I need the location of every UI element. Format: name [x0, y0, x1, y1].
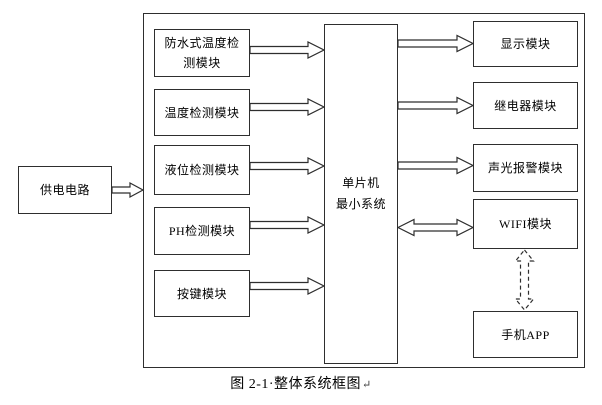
box-display-module: 显示模块 — [473, 21, 578, 67]
box-wifi-module: WIFI模块 — [473, 199, 578, 249]
arrow-liquid-level-to-mcu — [249, 157, 326, 175]
arrow-temp-to-mcu — [249, 98, 326, 116]
box-temp-module-label: 温度检测模块 — [164, 105, 240, 120]
box-relay-module-label: 继电器模块 — [494, 98, 557, 113]
box-waterproof-temp-module: 防水式温度检测模块 — [154, 29, 250, 77]
arrow-ph-to-mcu — [249, 216, 326, 234]
box-ph-module-label: PH检测模块 — [168, 224, 236, 238]
figure-caption: 图 2-1·整体系统框图↵ — [0, 373, 602, 393]
box-temp-module: 温度检测模块 — [154, 89, 250, 136]
box-keys-module-label: 按键模块 — [176, 286, 227, 301]
box-sound-light-alarm-module: 声光报警模块 — [473, 144, 578, 192]
box-waterproof-temp-module-label: 防水式温度检测模块 — [164, 36, 240, 70]
box-mcu-label-line1: 单片机 — [342, 176, 380, 190]
box-liquid-level-module-label: 液位检测模块 — [164, 163, 240, 177]
box-mcu-label-line2: 最小系统 — [335, 197, 386, 211]
box-keys-module: 按键模块 — [154, 270, 250, 317]
arrow-power-to-system — [111, 181, 145, 199]
box-power-supply: 供电电路 — [18, 166, 112, 214]
box-liquid-level-module: 液位检测模块 — [154, 145, 250, 195]
box-sound-light-alarm-module-label: 声光报警模块 — [487, 161, 563, 175]
system-boundary-rect — [143, 13, 585, 368]
arrow-waterproof-temp-to-mcu — [249, 41, 326, 59]
box-mcu-minimal-system: 单片机 最小系统 — [324, 24, 398, 364]
box-phone-app: 手机APP — [473, 311, 578, 358]
box-power-supply-label: 供电电路 — [39, 183, 90, 197]
box-ph-module: PH检测模块 — [154, 207, 250, 255]
arrow-keys-to-mcu — [249, 277, 326, 295]
box-relay-module: 继电器模块 — [473, 82, 578, 129]
paragraph-mark: ↵ — [362, 379, 372, 391]
arrow-wifi-app-dashed-bidirectional — [514, 249, 535, 311]
figure-caption-text: 图 2-1·整体系统框图 — [230, 377, 362, 392]
arrow-mcu-to-relay — [397, 96, 475, 115]
arrow-mcu-wifi-bidirectional — [396, 218, 475, 237]
arrow-mcu-to-display — [397, 34, 475, 53]
box-display-module-label: 显示模块 — [500, 37, 551, 51]
arrow-mcu-to-alarm — [397, 156, 475, 175]
box-phone-app-label: 手机APP — [501, 327, 550, 342]
box-wifi-module-label: WIFI模块 — [499, 217, 552, 231]
